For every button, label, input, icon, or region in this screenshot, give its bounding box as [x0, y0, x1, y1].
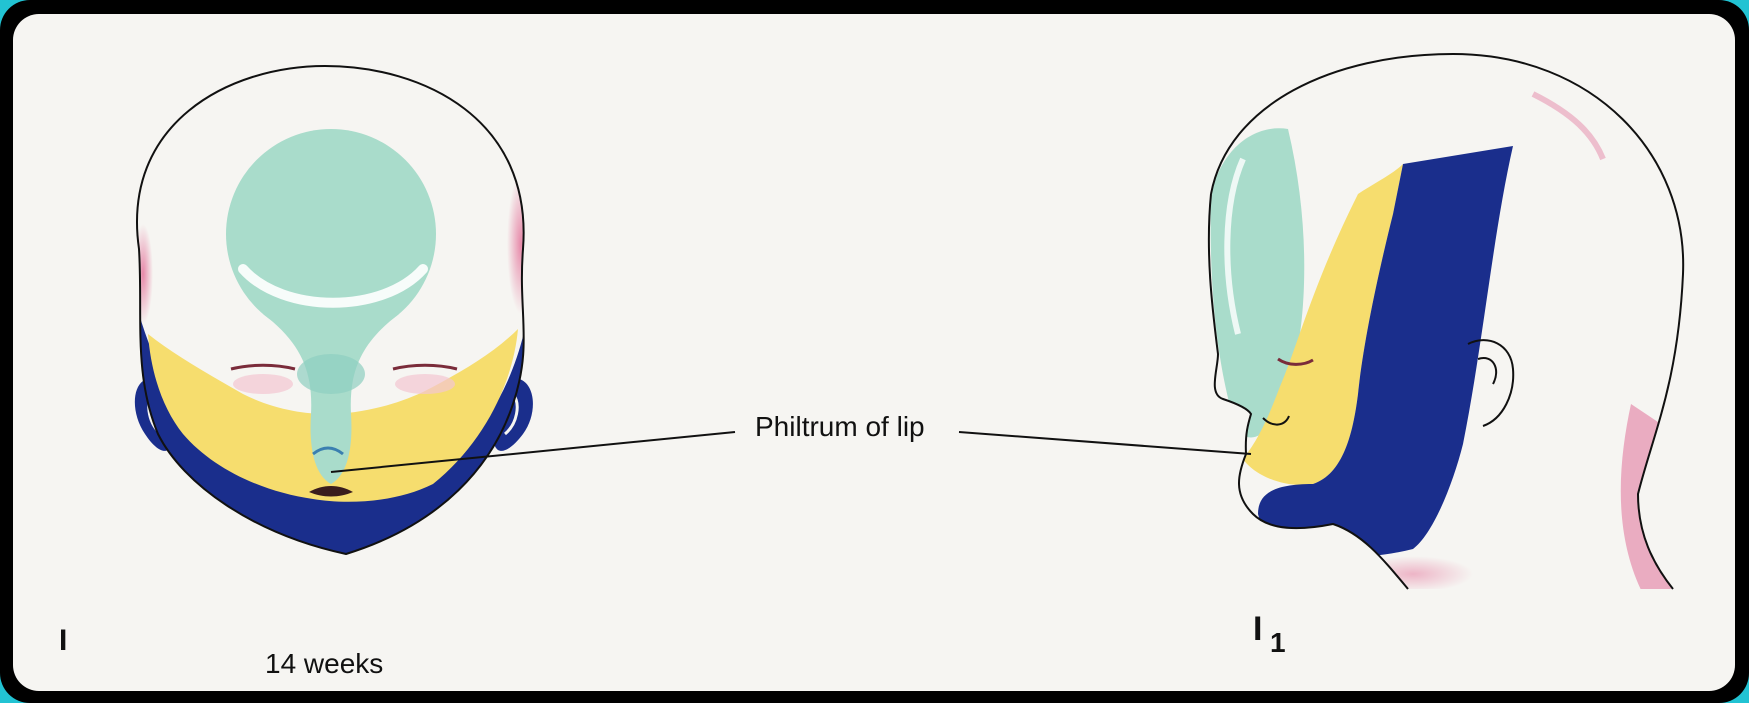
- panel-letter-side-subscript: 1: [1270, 627, 1286, 659]
- callout-line-side: [959, 432, 1251, 454]
- panel-letter-front: I: [59, 624, 67, 658]
- side-view-head: [1193, 44, 1713, 604]
- panel-letter-side: I: [1253, 610, 1262, 649]
- age-label: 14 weeks: [265, 648, 383, 680]
- front-view-head: [113, 54, 553, 574]
- philtrum-label: Philtrum of lip: [755, 411, 925, 443]
- embryo-face-illustration: [13, 14, 1735, 691]
- illustration-panel: Philtrum of lip I I 1 14 weeks: [13, 14, 1735, 691]
